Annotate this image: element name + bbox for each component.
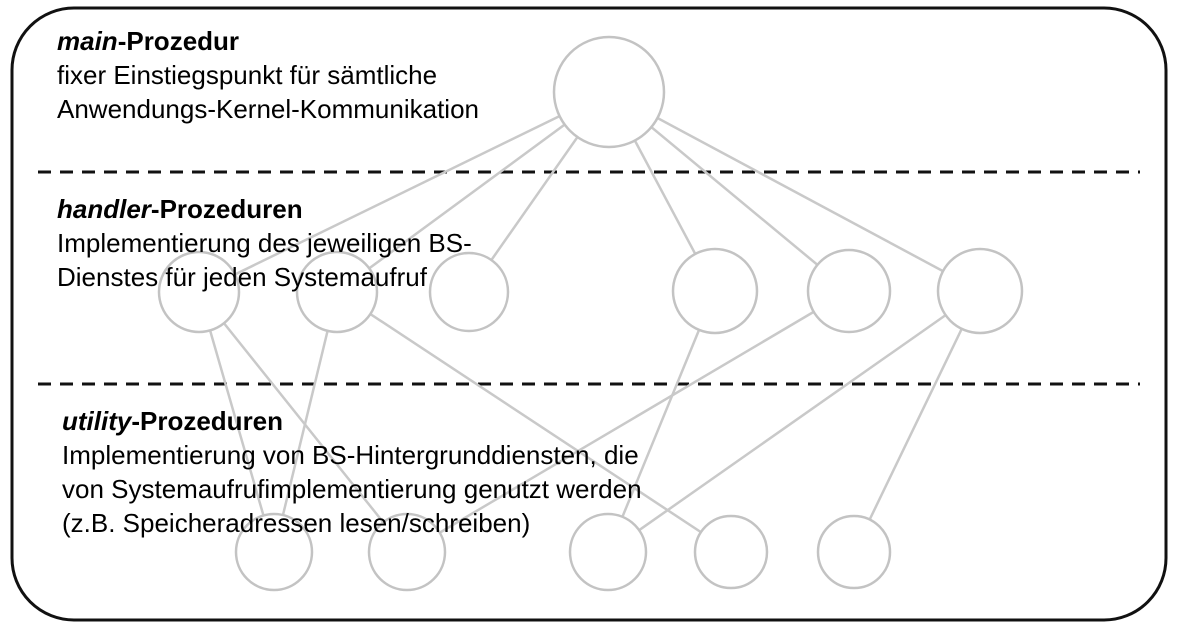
utility-layer-desc-line: (z.B. Speicheradressen lesen/schreiben) [62,508,531,538]
handler-layer-title: handler-Prozeduren [57,192,472,226]
handler-layer-label: handler-Prozeduren Implementierung des j… [57,192,472,294]
main-layer-desc-line: fixer Einstiegspunkt für sämtliche [57,60,438,90]
node-handler-h3 [428,251,510,333]
edge-main-h1 [198,90,610,294]
main-layer-title-rest: -Prozedur [117,26,240,56]
node-utility-u3 [568,512,648,592]
node-handler-h4 [671,247,759,335]
handler-layer-desc-line: Dienstes für jeden Systemaufruf [57,262,427,292]
edge-h2-u4 [336,290,732,554]
edge-h6-u5 [852,290,982,553]
edge-h2-u1 [272,291,339,553]
main-layer-label: main-Prozedur fixer Einstiegspunkt für s… [57,24,479,126]
edge-main-h6 [608,90,981,293]
node-main-main [552,35,666,149]
utility-layer-title: utility-Prozeduren [62,404,642,438]
handler-layer-title-italic: handler [57,194,151,224]
node-handler-h6 [936,247,1024,335]
handler-layer-desc-line: Implementierung des jeweiligen BS- [57,228,472,258]
main-layer-desc-line: Anwendungs-Kernel-Kommunikation [57,94,480,124]
edge-h5-u2 [406,289,850,554]
node-utility-u5 [816,514,892,590]
node-utility-u1 [234,512,314,592]
edge-h6-u3 [607,289,981,554]
utility-layer-desc-line: Implementierung von BS-Hintergrunddienst… [62,440,639,470]
node-handler-h1 [157,250,241,334]
utility-layer-title-italic: utility [62,406,132,436]
outer-frame [10,6,1168,622]
edge-h1-u2 [198,291,408,553]
node-utility-u4 [693,514,769,590]
handler-layer-title-rest: -Prozeduren [150,194,303,224]
main-layer-title: main-Prozedur [57,24,479,58]
main-layer-title-italic: main [57,26,118,56]
node-handler-h2 [295,250,379,334]
utility-layer-desc-line: von Systemaufrufimplementierung genutzt … [62,474,642,504]
edge-h1-u1 [197,291,276,553]
utility-layer-title-rest: -Prozeduren [131,406,284,436]
edge-main-h2 [336,90,610,294]
edge-h4-u3 [606,290,717,553]
node-utility-u2 [367,512,447,592]
utility-layer-label: utility-Prozeduren Implementierung von B… [62,404,642,540]
node-handler-h5 [806,248,892,334]
